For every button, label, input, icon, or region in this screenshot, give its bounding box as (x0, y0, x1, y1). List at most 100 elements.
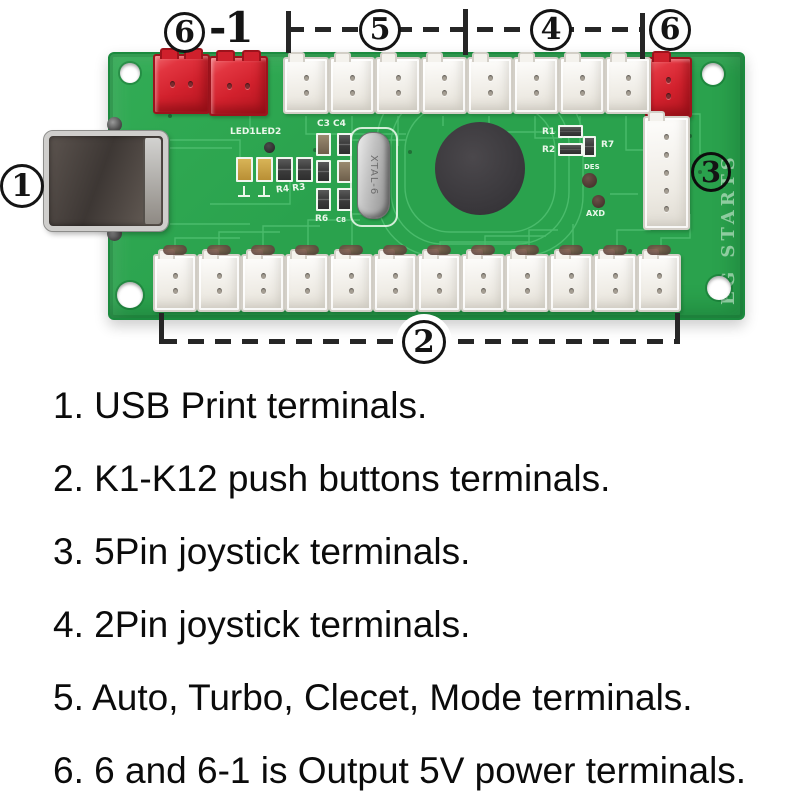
top-terminal-row (283, 52, 651, 114)
terminal-pin (304, 272, 310, 279)
small-component (264, 142, 275, 153)
crystal-label: XTAL-6 (368, 155, 379, 196)
legend-item-4: 4. 2Pin joystick terminals. (53, 604, 471, 645)
smd-cap (316, 133, 331, 156)
bracket-tick (286, 11, 291, 53)
wire-terminal (285, 245, 329, 312)
terminal-pin (664, 134, 669, 140)
legend-list: 1. USB Print terminals. 2. K1-K12 push b… (53, 387, 796, 800)
solder-pad (471, 245, 495, 255)
legend-item-1: 1. USB Print terminals. (53, 385, 428, 426)
terminal-pin (664, 152, 669, 158)
terminal-pin (579, 75, 585, 81)
callout-5-mode-terminals: 5 (359, 9, 401, 51)
wire-terminal (283, 52, 329, 114)
terminal-pin (656, 287, 662, 294)
terminal-pin (625, 75, 631, 81)
bracket-tick (463, 9, 468, 55)
terminal-pin (303, 90, 309, 96)
terminal-tab (564, 52, 581, 62)
terminal-pin (395, 75, 401, 81)
terminal-pin (303, 75, 309, 81)
usb-connector-side-panel (143, 138, 161, 224)
callout-3-joystick-5pin: 3 (691, 152, 731, 192)
resistor-r2 (558, 143, 583, 156)
terminal-pin (436, 287, 442, 294)
silkscreen-r6: R6 (315, 214, 329, 224)
smd-resistor (316, 160, 331, 183)
wire-terminal (241, 245, 285, 312)
terminal-tab (288, 52, 305, 62)
wire-terminal (605, 52, 651, 114)
joystick-5pin-terminal (643, 111, 690, 230)
terminal-pin (441, 75, 447, 81)
legend-item-6: 6. 6 and 6-1 is Output 5V power terminal… (53, 750, 747, 791)
pad-axd (592, 195, 605, 208)
legend-item-3: 3. 5Pin joystick terminals. (53, 531, 471, 572)
resistor-r3 (296, 157, 313, 182)
callout-4-joystick-2pin: 4 (530, 9, 572, 51)
terminal-pin (664, 170, 669, 176)
bracket-tick (640, 13, 645, 59)
wire-terminal (593, 245, 637, 312)
terminal-pin (245, 83, 250, 89)
terminal-tab (652, 51, 671, 62)
solder-pad (251, 245, 275, 255)
terminal-pin (392, 287, 398, 294)
wire-terminal (417, 245, 461, 312)
wire-terminal (375, 52, 421, 114)
terminal-pin (349, 90, 355, 96)
silkscreen-des: DES (584, 163, 600, 171)
terminal-pin (480, 272, 486, 279)
wire-terminal (421, 52, 467, 114)
callout-1-usb: 1 (0, 164, 44, 208)
solder-pad (603, 245, 627, 255)
usb-screw-top (107, 117, 122, 132)
legend-item-2: 2. K1-K12 push buttons terminals. (53, 458, 611, 499)
terminal-pin (524, 287, 530, 294)
terminal-tab (648, 111, 665, 121)
wire-terminal (513, 52, 559, 114)
resistor-r4 (276, 157, 293, 182)
smd-resistor (316, 188, 331, 211)
terminal-tab (518, 52, 535, 62)
wire-terminal (461, 245, 505, 312)
terminal-tab (334, 52, 351, 62)
terminal-tab (610, 52, 627, 62)
wire-terminal (373, 245, 417, 312)
terminal-pin (533, 90, 539, 96)
mounting-hole-bottom-right (707, 276, 731, 300)
smd-cap (337, 133, 352, 156)
terminal-pin (524, 272, 530, 279)
terminal-pin (349, 75, 355, 81)
terminal-pin (348, 287, 354, 294)
terminal-pin (395, 90, 401, 96)
solder-pad (647, 245, 671, 255)
terminal-pin (579, 90, 585, 96)
solder-pad (207, 245, 231, 255)
callout-6-power: 6 (649, 9, 691, 51)
power-terminal-6-1a (153, 48, 210, 114)
terminal-pin (348, 272, 354, 279)
terminal-pin (216, 272, 222, 279)
terminal-pin (260, 287, 266, 294)
pad-des (582, 173, 597, 188)
terminal-pin (666, 92, 671, 99)
smd-resistor (337, 160, 352, 183)
terminal-pin (612, 272, 618, 279)
terminal-pin (188, 81, 193, 87)
wire-terminal (329, 245, 373, 312)
ground-symbol (258, 186, 270, 197)
silkscreen-c8: C8 (336, 216, 347, 224)
resistor-r7 (583, 136, 596, 157)
terminal-tab (216, 50, 235, 61)
terminal-pin (304, 287, 310, 294)
silkscreen-r1: R1 (542, 127, 556, 137)
wire-terminal (329, 52, 375, 114)
solder-pad (295, 245, 319, 255)
mounting-hole-top-left (120, 63, 140, 83)
led1-component (236, 157, 253, 182)
terminal-pin (664, 188, 669, 194)
usb-b-connector (43, 130, 169, 232)
terminal-pin (227, 83, 232, 89)
